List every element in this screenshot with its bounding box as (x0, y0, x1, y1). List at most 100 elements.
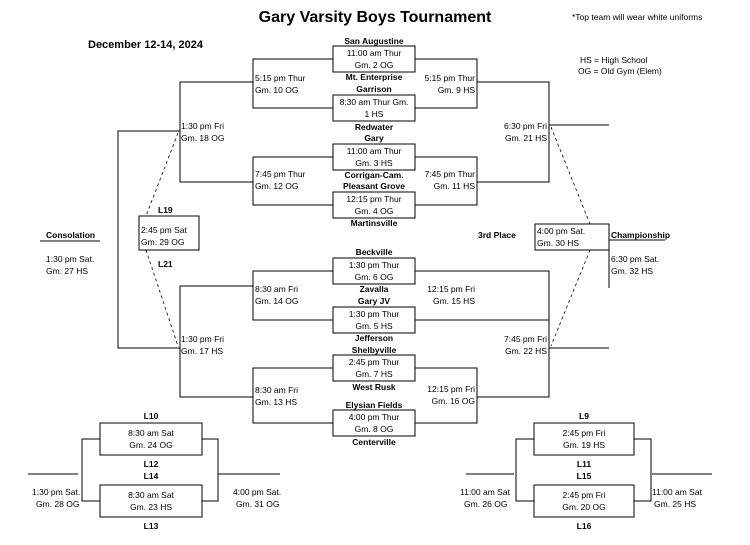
loser-10-label: L10 (143, 411, 159, 421)
game-2-time: 11:00 am Thur (346, 48, 402, 58)
loser-19-label: L19 (158, 205, 173, 215)
game-28-label: Gm. 28 OG (36, 499, 80, 509)
team-gary: Gary (364, 133, 384, 143)
game-26-time: 11:00 am Sat (460, 487, 510, 497)
game-7-time: 2:45 pm Thur (348, 357, 400, 367)
loser-21-label: L21 (158, 259, 173, 269)
game-19-label: Gm. 19 HS (562, 440, 606, 450)
game-23-label: Gm. 23 HS (129, 502, 173, 512)
team-shelbyville: Shelbyville (351, 345, 397, 355)
loser-11-label: L11 (576, 459, 592, 469)
game-25-time: 11:00 am Sat (652, 487, 702, 497)
game-29-label: Gm. 29 OG (141, 237, 185, 247)
tournament-dates: December 12-14, 2024 (88, 39, 203, 51)
loser-15-label: L15 (576, 471, 592, 481)
team-west-rusk: West Rusk (352, 382, 396, 392)
game-27-label: Gm. 27 HS (46, 266, 89, 276)
game-29-time: 2:45 pm Sat (141, 225, 187, 235)
game-31-label: Gm. 31 OG (236, 499, 280, 509)
game-19-time: 2:45 pm Fri (562, 428, 606, 438)
game-28-time: 1:30 pm Sat. (32, 487, 81, 497)
game-13-time: 8:30 am Fri (255, 385, 298, 395)
third-place-label: 3rd Place (478, 230, 516, 240)
game-11-time: 7:45 pm Thur (424, 169, 475, 179)
game-5-label: Gm. 5 HS (355, 321, 393, 331)
team-san-augustine: San Augustine (344, 36, 404, 46)
game-1-time: 8:30 am Thur Gm. (339, 97, 409, 107)
game-4-label: Gm. 4 OG (354, 206, 394, 216)
game-24-time: 8:30 am Sat (128, 428, 174, 438)
game-14-label: Gm. 14 OG (255, 296, 299, 306)
game-22-time: 7:45 pm Fri (504, 334, 547, 344)
game-1-label: 1 HS (364, 109, 384, 119)
game-31-time: 4:00 pm Sat. (233, 487, 282, 497)
game-6-time: 1:30 pm Thur (348, 260, 400, 270)
game-3-time: 11:00 am Thur (346, 146, 402, 156)
game-2-label: Gm. 2 OG (354, 60, 394, 70)
game-20-label: Gm. 20 OG (562, 502, 606, 512)
game-13-label: Gm. 13 HS (255, 397, 298, 407)
game-27-time: 1:30 pm Sat. (46, 254, 95, 264)
team-corrigan: Corrigan-Cam. (344, 170, 404, 180)
championship-label: Championship (611, 230, 671, 240)
consolation-label: Consolation (46, 230, 96, 240)
game-22-label: Gm. 22 HS (504, 346, 547, 356)
game-8-time: 4:00 pm Thur (348, 412, 400, 422)
legend-og: OG = Old Gym (Elem) (578, 66, 662, 76)
legend-hs: HS = High School (580, 55, 648, 65)
game-18-time: 1:30 pm Fri (181, 121, 224, 131)
game-5-time: 1:30 pm Thur (348, 309, 400, 319)
loser-14-label: L14 (143, 471, 159, 481)
game-26-label: Gm. 26 OG (464, 499, 508, 509)
loser-13-label: L13 (143, 521, 159, 531)
game-30-time: 4:00 pm Sat. (537, 226, 586, 236)
game-20-time: 2:45 pm Fri (562, 490, 606, 500)
loser-16-label: L16 (576, 521, 592, 531)
game-8-label: Gm. 8 OG (354, 424, 394, 434)
team-beckville: Beckville (355, 247, 393, 257)
game-7-label: Gm. 7 HS (355, 369, 393, 379)
team-garrison: Garrison (356, 84, 392, 94)
team-redwater: Redwater (354, 122, 394, 132)
game-30-label: Gm. 30 HS (537, 238, 580, 248)
game-3-label: Gm. 3 HS (355, 158, 393, 168)
team-elysian-fields: Elysian Fields (345, 400, 403, 410)
game-12-time: 7:45 pm Thur (255, 169, 306, 179)
game-10-time: 5:15 pm Thur (255, 73, 306, 83)
loser-9-label: L9 (579, 411, 589, 421)
game-24-label: Gm. 24 OG (129, 440, 173, 450)
game-10-label: Gm. 10 OG (255, 85, 299, 95)
game-14-time: 8:30 am Fri (255, 284, 298, 294)
game-9-label: Gm. 9 HS (437, 85, 475, 95)
page-title: Gary Varsity Boys Tournament (258, 9, 492, 26)
game-17-time: 1:30 pm Fri (181, 334, 224, 344)
game-9-time: 5:15 pm Thur (424, 73, 475, 83)
game-4-time: 12:15 pm Thur (346, 194, 402, 204)
game-16-time: 12:15 pm Fri (427, 384, 475, 394)
game-29-box (138, 215, 200, 251)
game-18-label: Gm. 18 OG (181, 133, 225, 143)
game-21-time: 6:30 pm Fri (504, 121, 547, 131)
team-jefferson: Jefferson (354, 333, 394, 343)
game-12-label: Gm. 12 OG (255, 181, 299, 191)
game-21-label: Gm. 21 HS (504, 133, 547, 143)
game-32-label: Gm. 32 HS (611, 266, 654, 276)
game-15-time: 12:15 pm Fri (427, 284, 475, 294)
game-6-label: Gm. 6 OG (354, 272, 394, 282)
game-25-label: Gm. 25 HS (654, 499, 697, 509)
uniform-note: *Top team will wear white uniforms (572, 12, 703, 22)
game-32-time: 6:30 pm Sat. (611, 254, 660, 264)
team-pleasant-grove: Pleasant Grove (343, 181, 405, 191)
loser-12-label: L12 (143, 459, 159, 469)
game-16-label: Gm. 16 OG (431, 396, 475, 406)
team-gary-jv: Gary JV (357, 296, 391, 306)
game-23-time: 8:30 am Sat (128, 490, 174, 500)
game-17-label: Gm. 17 HS (181, 346, 224, 356)
team-mt-enterprise: Mt. Enterprise (345, 72, 403, 82)
team-centerville: Centerville (352, 437, 396, 447)
game-11-label: Gm. 11 HS (433, 181, 475, 191)
game-15-label: Gm. 15 HS (432, 296, 475, 306)
team-martinsville: Martinsville (350, 218, 398, 228)
